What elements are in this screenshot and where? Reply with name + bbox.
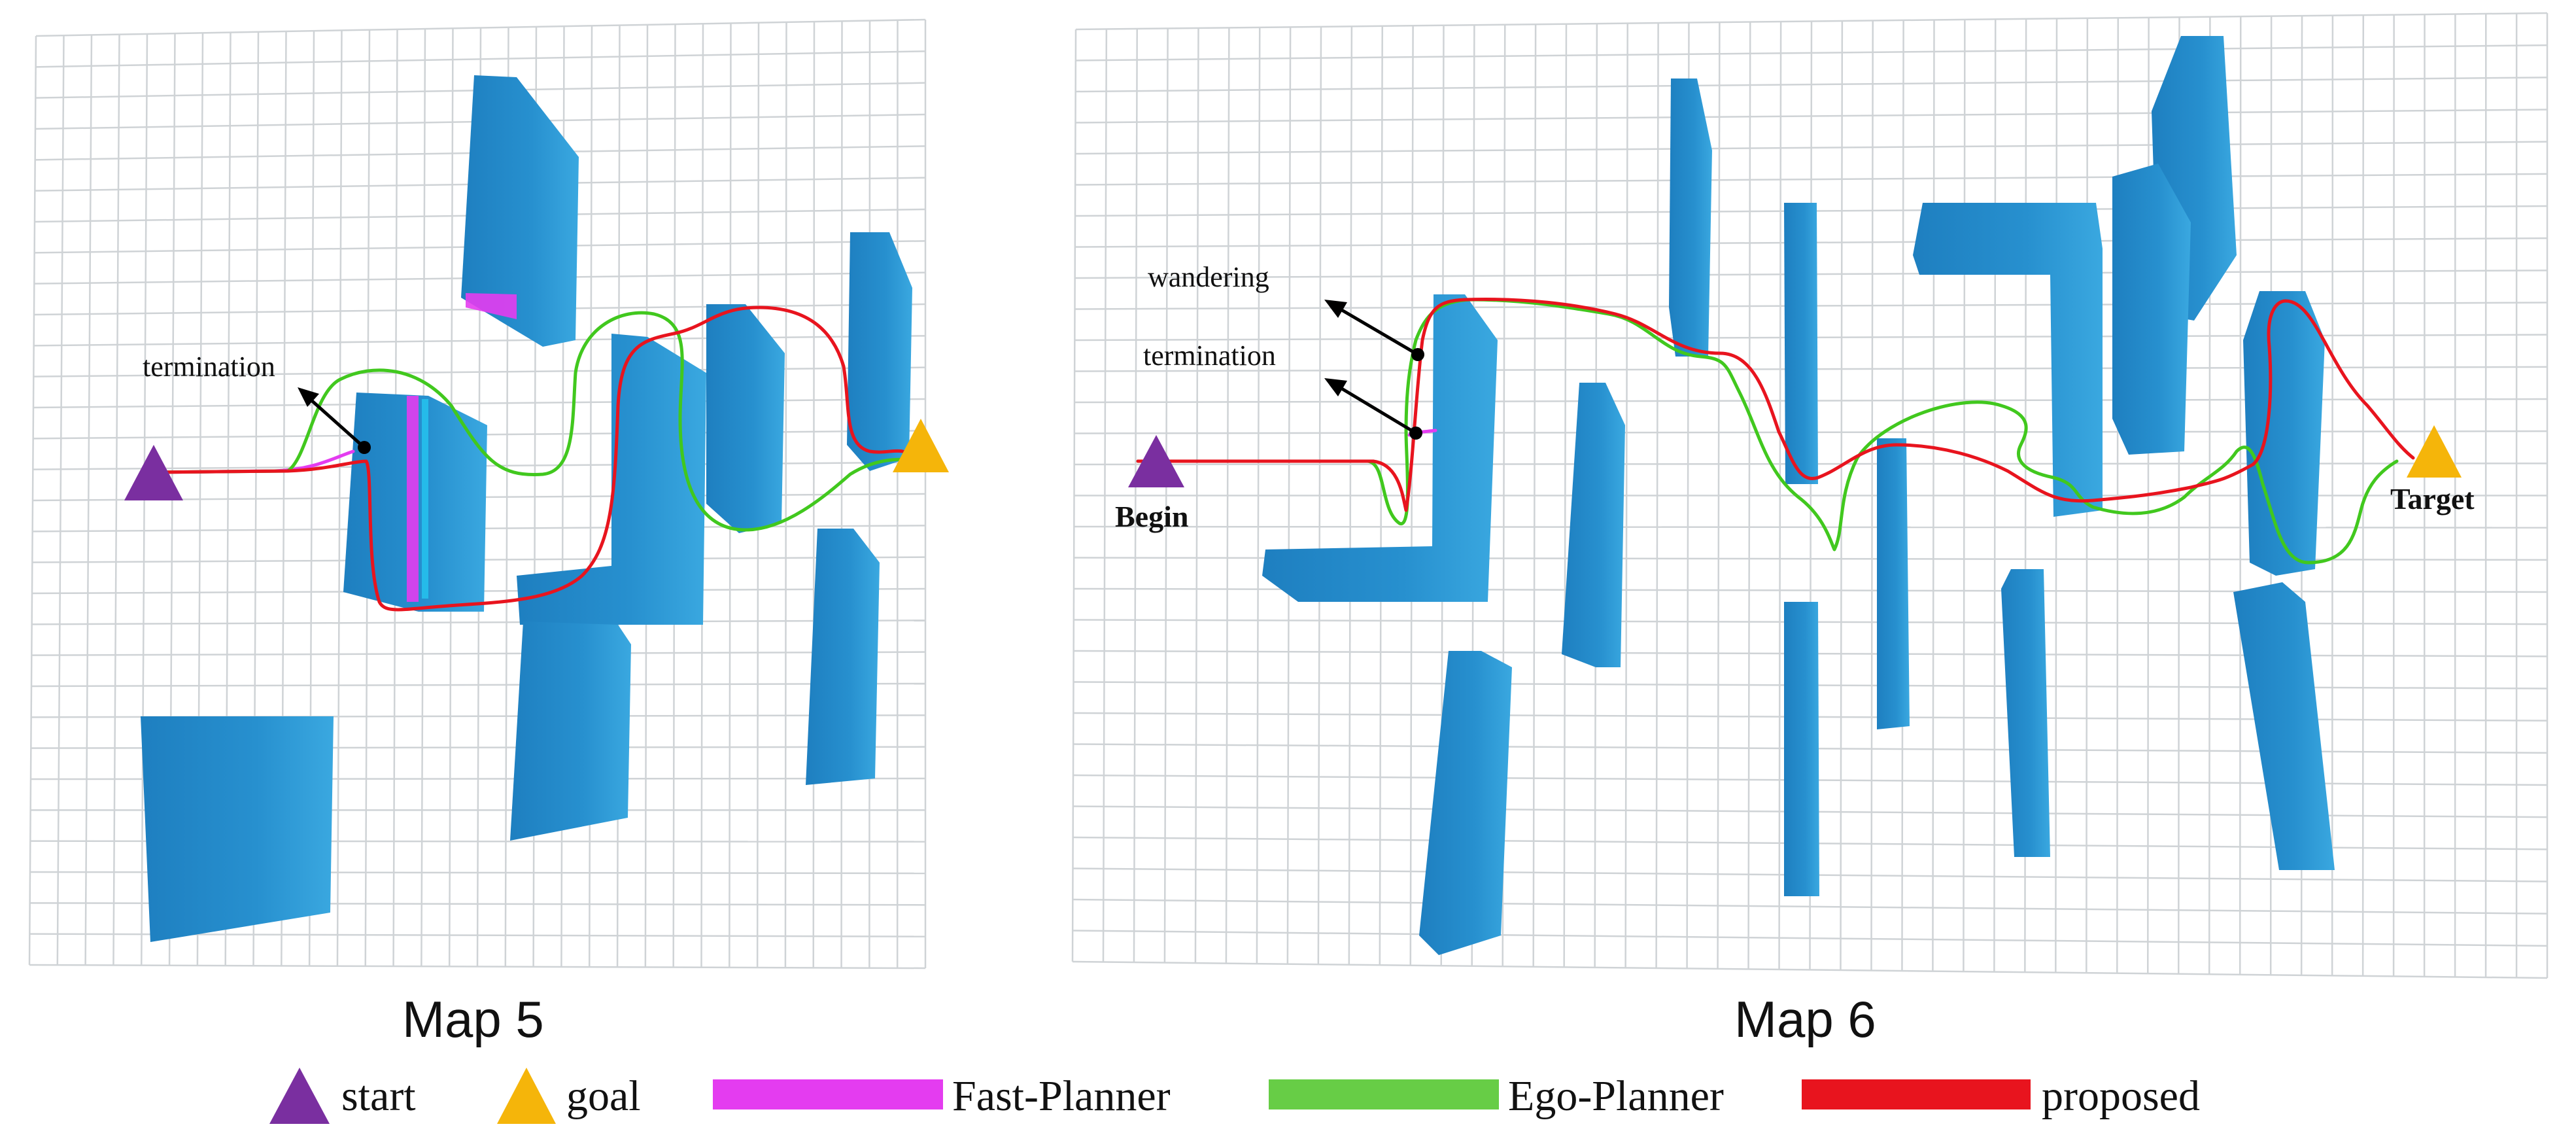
grid-line [1075, 141, 2548, 155]
map6-obstacle [1877, 438, 1910, 729]
map6-obstacle [1562, 383, 1625, 667]
grid-line [1075, 12, 2548, 31]
begin-marker [1128, 435, 1184, 487]
begin-label: Begin [1115, 500, 1188, 533]
grid-line [33, 335, 926, 347]
map5-paths [148, 306, 914, 612]
proposed-path [1136, 297, 2415, 512]
map5-obstacle [517, 334, 706, 625]
annotation-arrow [309, 398, 366, 449]
legend-ego-planner-label: Ego-Planner [1508, 1072, 1724, 1120]
grid-line [31, 620, 926, 625]
map6-wandering-label: wandering [1148, 261, 1269, 293]
start-marker [124, 445, 183, 500]
map6-obstacle [2233, 582, 2335, 870]
map6-obstacle [1262, 294, 1498, 602]
ego-planner-path [148, 311, 914, 532]
legend-start-label: start [341, 1072, 416, 1120]
arrowhead [1324, 378, 1347, 396]
map5-panel: termination Map 5 [28, 18, 949, 1048]
grid-line [1075, 44, 2548, 61]
map5-termination-label: termination [143, 351, 275, 383]
grid-line [1075, 173, 2548, 186]
legend-proposed-swatch [1802, 1079, 2031, 1109]
annotation-arrow [1336, 384, 1417, 435]
grid-line [1072, 960, 2548, 979]
grid-line [31, 651, 926, 656]
map5-obstacles [141, 75, 912, 942]
grid-line [1074, 525, 2548, 529]
legend-fast-planner-label: Fast-Planner [952, 1072, 1171, 1120]
map5-caption: Map 5 [402, 990, 544, 1048]
fast-planner-trace [466, 293, 517, 319]
legend-start-icon [269, 1068, 330, 1124]
map6-caption: Map 6 [1734, 990, 1876, 1048]
map6-panel: Begin Target wandering termination Map 6 [1071, 12, 2549, 1048]
proposed-path [148, 306, 914, 612]
map5-obstacle [706, 304, 785, 533]
map6-obstacle [1419, 651, 1512, 955]
grid-line [1073, 930, 2548, 947]
map5-obstacle [806, 529, 880, 785]
map6-obstacle [2243, 291, 2325, 576]
grid-line [1075, 77, 2548, 93]
map5-obstacle [510, 621, 631, 841]
map6-obstacle [1669, 79, 1712, 357]
fast-planner-trace [422, 399, 428, 599]
goal-marker [893, 419, 949, 472]
map6-termination-label: termination [1143, 340, 1276, 372]
map6-obstacle [1784, 203, 1818, 484]
target-label: Target [2390, 482, 2475, 515]
map6-obstacle [2001, 569, 2050, 857]
grid-line [29, 964, 926, 969]
map6-obstacle [2112, 164, 2191, 455]
legend-goal-label: goal [566, 1072, 641, 1120]
fast-planner-trace [407, 396, 419, 602]
grid-line [35, 18, 926, 37]
arrowhead [1324, 300, 1347, 318]
legend-fast-planner-swatch [713, 1079, 943, 1109]
target-marker [2407, 425, 2462, 478]
legend-goal-icon [497, 1068, 556, 1124]
map6-obstacle [1913, 203, 2103, 517]
map5-obstacle [141, 716, 334, 942]
grid-line [1075, 109, 2548, 124]
map6-obstacles [1262, 36, 2335, 955]
legend: start goal Fast-Planner Ego-Planner prop… [269, 1068, 2200, 1124]
arrowhead [298, 387, 319, 407]
map6-obstacle [1784, 602, 1819, 896]
map5-obstacle [847, 232, 912, 471]
legend-ego-planner-swatch [1269, 1079, 1499, 1109]
map5-obstacle [461, 75, 579, 347]
grid-line [1073, 898, 2548, 915]
annotation-arrow [1336, 306, 1419, 357]
ego-planner-path [1136, 298, 2399, 565]
legend-proposed-label: proposed [2042, 1072, 2200, 1120]
grid-line [31, 682, 926, 688]
grid-line [35, 50, 926, 68]
